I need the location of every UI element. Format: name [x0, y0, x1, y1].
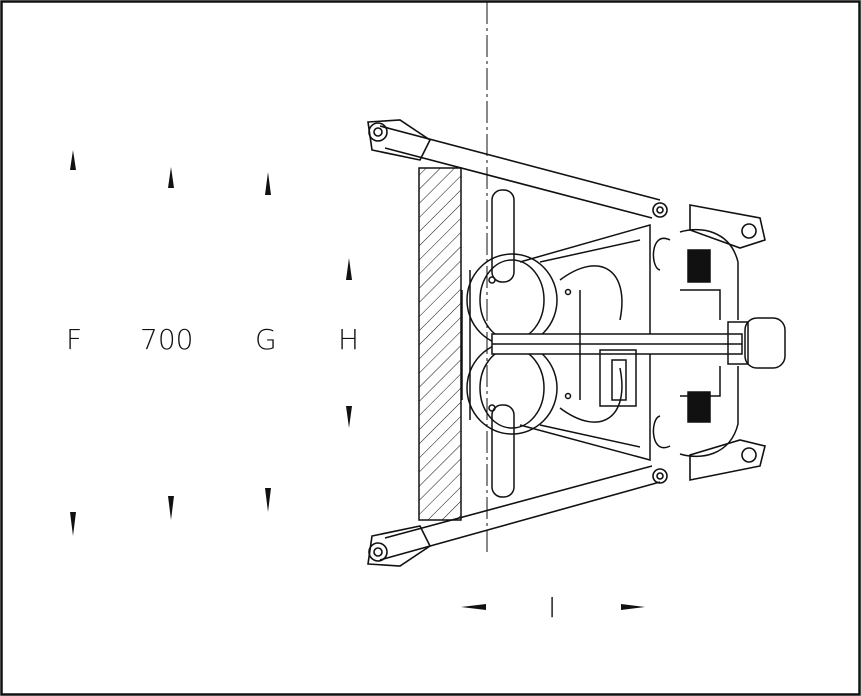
label-f: F — [66, 323, 83, 356]
seat-assembly — [461, 189, 786, 498]
label-g: G — [255, 323, 277, 356]
label-h: H — [338, 323, 360, 356]
hatched-zone — [418, 167, 462, 521]
dimension-700: 700 — [140, 323, 194, 356]
frame-rails — [367, 119, 766, 567]
dimension-arrows — [70, 150, 645, 610]
label-i: I — [548, 591, 557, 624]
